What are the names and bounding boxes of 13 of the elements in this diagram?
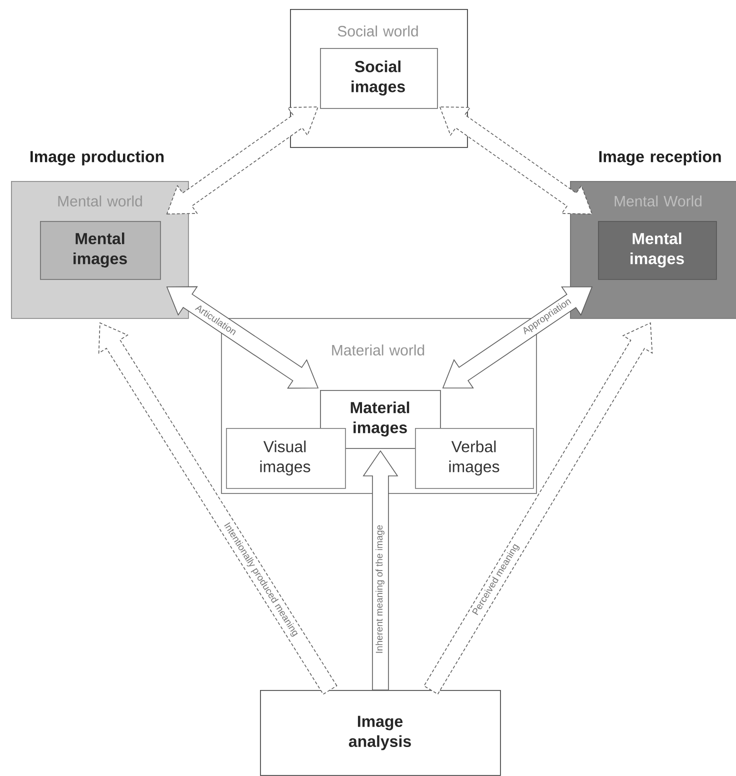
box-label: Material images [350,402,410,436]
box-label: Social images [352,60,405,96]
box-label: Verbal images [449,440,500,476]
box-title: Social world [338,26,418,36]
box-label: Mental images [630,232,684,268]
box-label: Visual images [260,440,310,476]
box-title: Mental world [58,196,142,206]
heading: Image reception [599,150,721,166]
edge-label: Inherent meaning of the image [374,524,386,654]
box-label: Mental images [74,232,127,268]
heading: Image production [30,150,164,166]
box-title: Material world [332,344,424,356]
box-label: Image analysis [348,716,411,750]
